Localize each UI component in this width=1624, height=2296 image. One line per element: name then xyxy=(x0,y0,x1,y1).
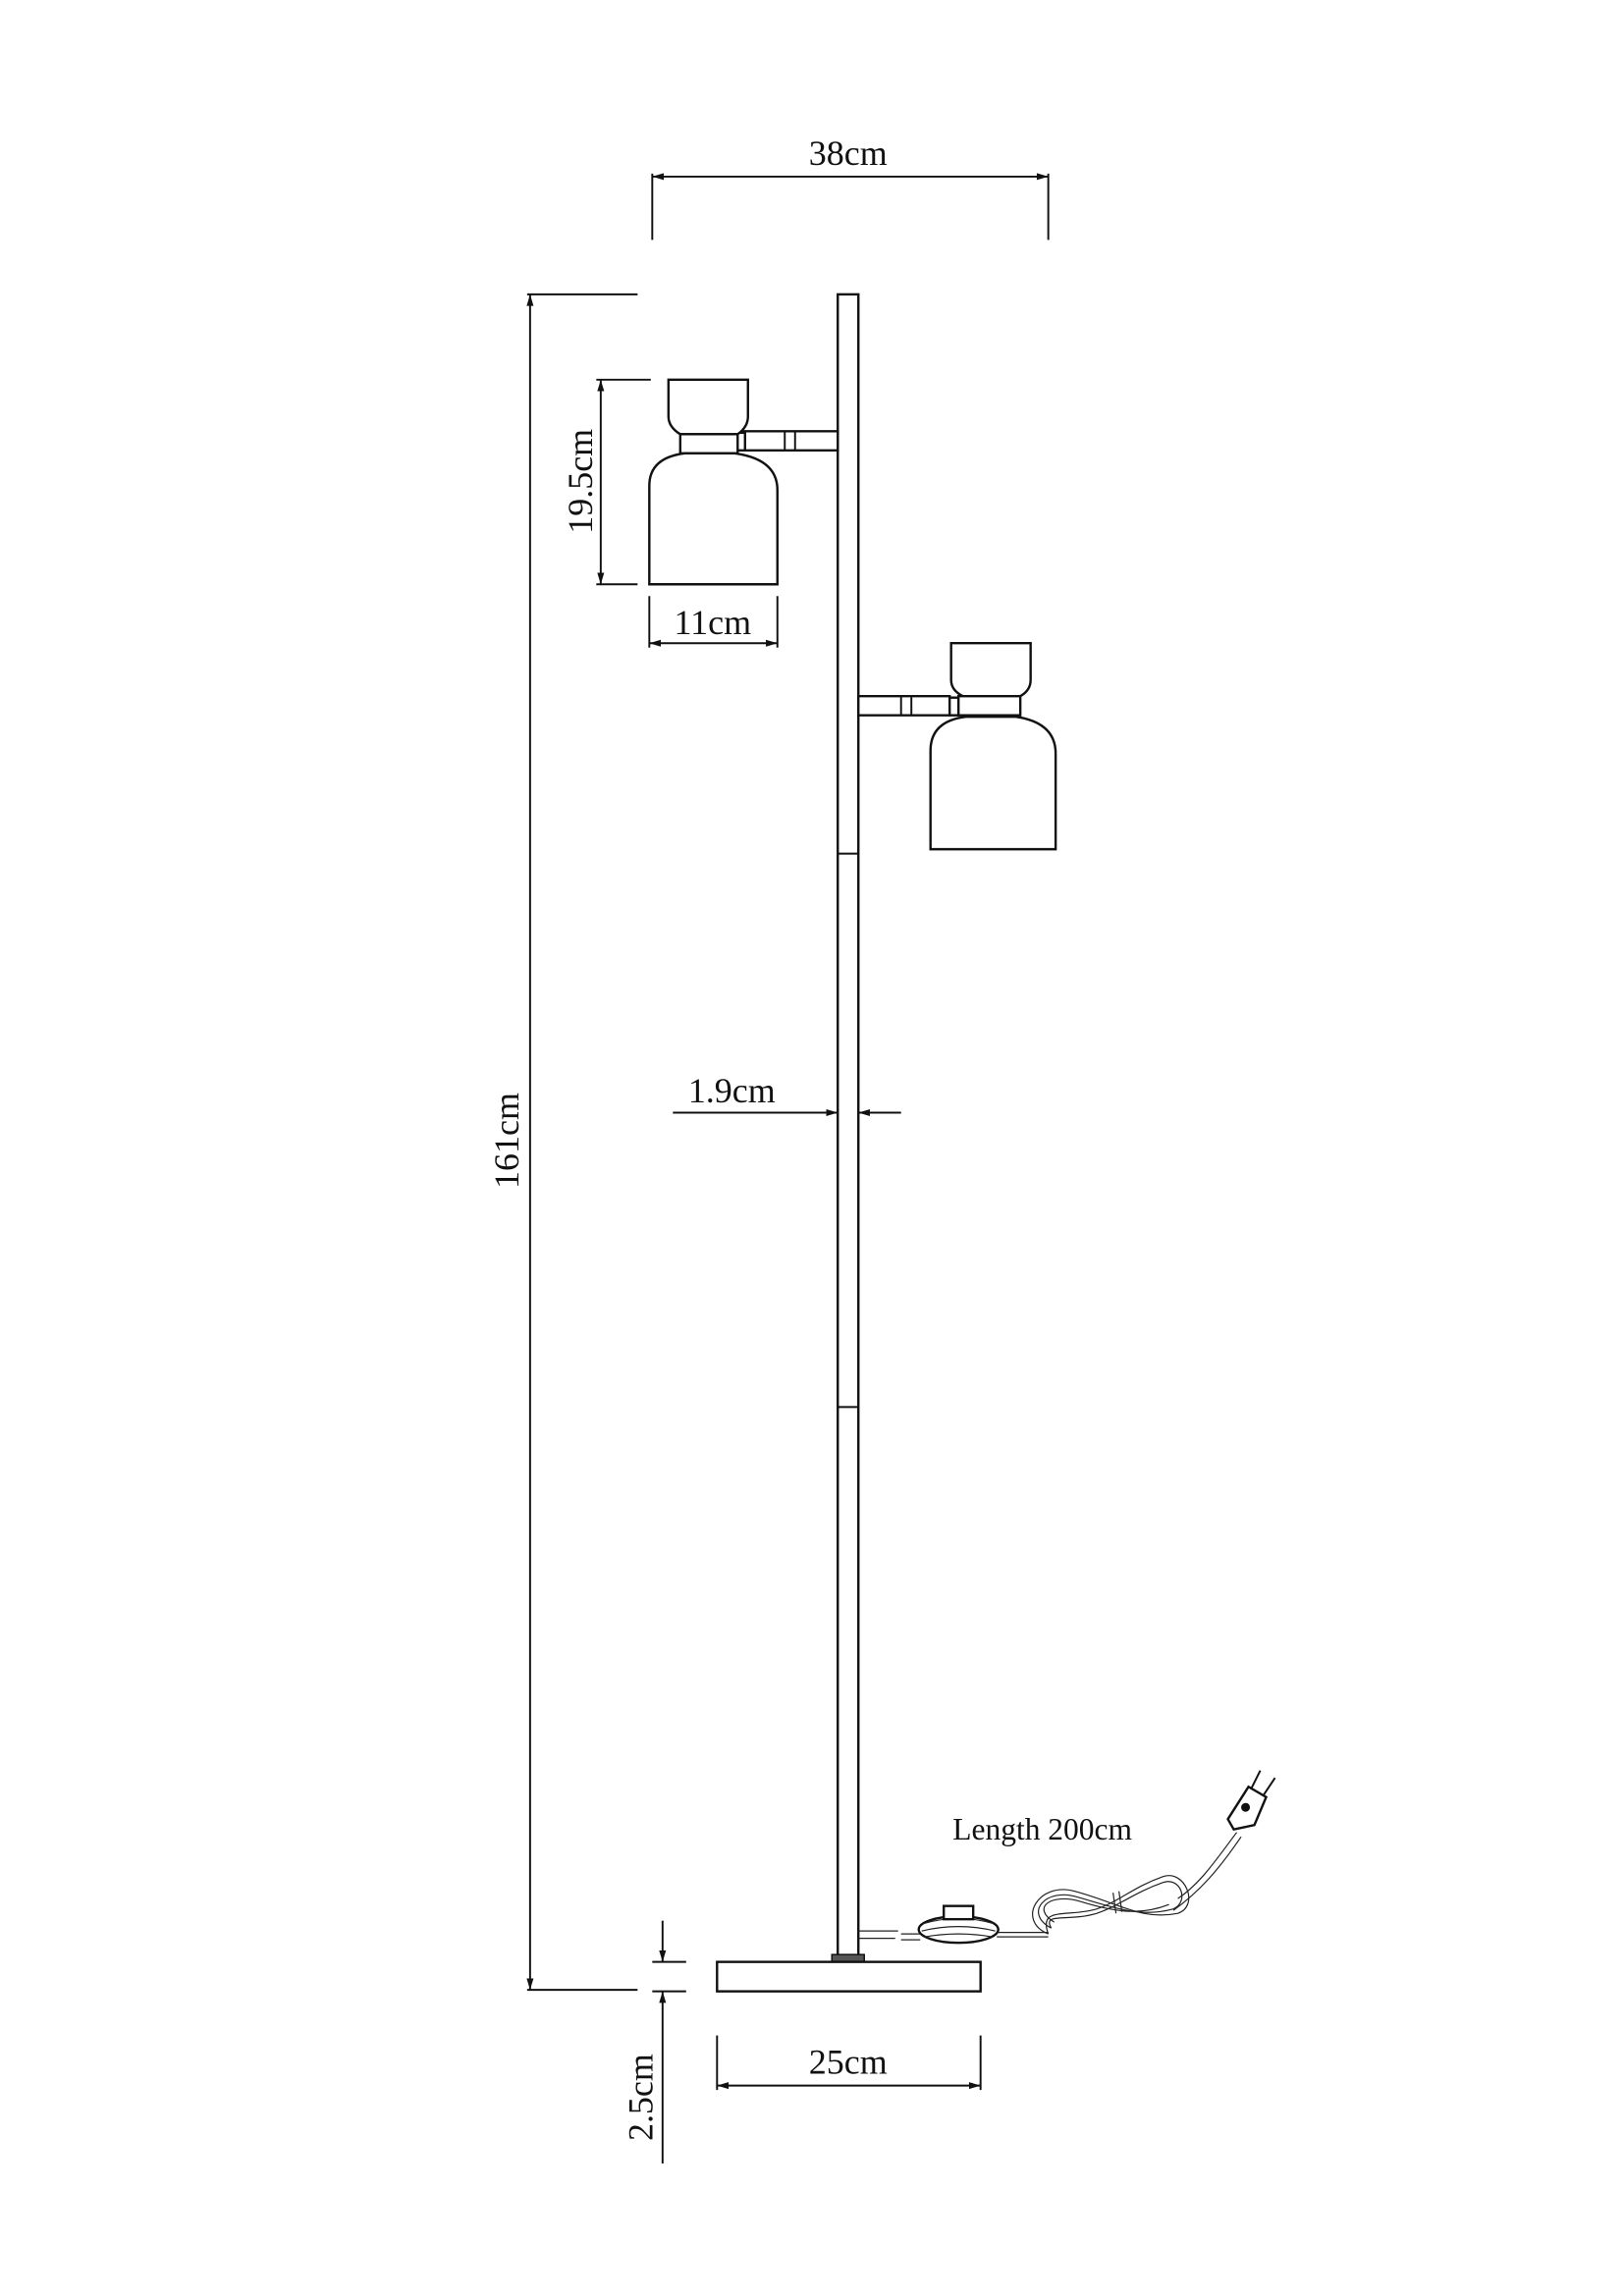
plug-icon xyxy=(1226,1770,1276,1832)
upper-lamp-shade xyxy=(648,378,839,586)
base-width-dimension: 25cm xyxy=(716,2035,982,2091)
shade-width-dimension: 11cm xyxy=(648,596,779,648)
overall-width-label: 38cm xyxy=(809,133,888,173)
overall-height-dimension: 161cm xyxy=(487,293,638,1992)
lower-lamp-shade xyxy=(857,642,1057,851)
shade-height-label: 19.5cm xyxy=(561,429,600,534)
foot-switch-icon xyxy=(917,1904,1000,1945)
overall-height-label: 161cm xyxy=(487,1093,526,1189)
base-width-label: 25cm xyxy=(809,2043,888,2082)
pole-diameter-label: 1.9cm xyxy=(688,1071,776,1110)
shade-width-label: 11cm xyxy=(675,603,752,642)
overall-width-dimension: 38cm xyxy=(651,133,1050,240)
shade-height-dimension: 19.5cm xyxy=(561,378,651,586)
power-cord: Length 200cm xyxy=(858,1770,1276,1945)
lamp-base xyxy=(716,1960,982,1993)
pole-diameter-dimension: 1.9cm xyxy=(673,1071,901,1117)
base-height-label: 2.5cm xyxy=(621,2054,660,2141)
lamp-pole xyxy=(831,293,865,1963)
cable-length-label: Length 200cm xyxy=(952,1812,1132,1846)
base-height-dimension: 2.5cm xyxy=(621,1920,686,2164)
